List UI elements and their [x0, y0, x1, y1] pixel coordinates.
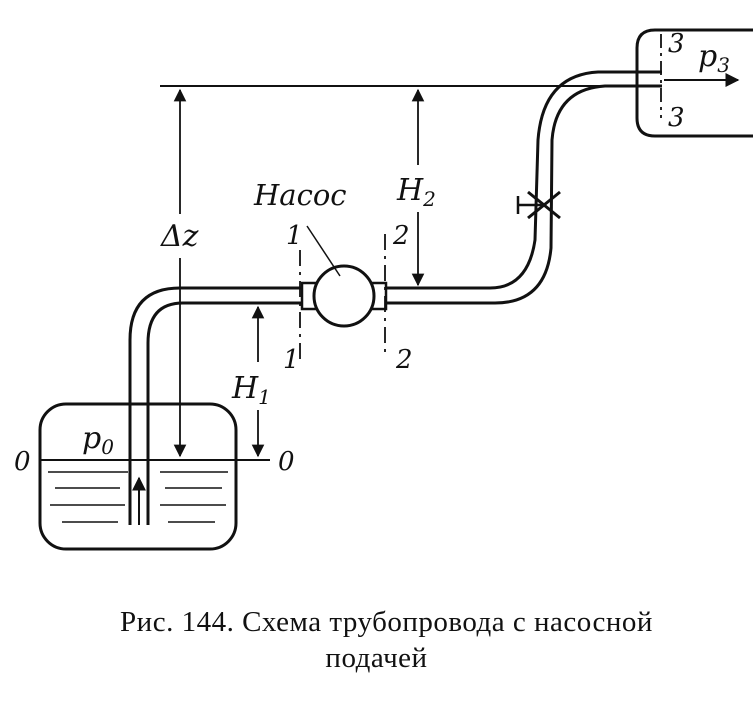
figure-caption-line-1: Рис. 144. Схема трубопровода с насосной: [120, 606, 653, 638]
section-1-bottom-label: 1: [283, 345, 300, 375]
pump-label: Насос: [253, 178, 347, 212]
pump-body: [312, 264, 376, 328]
h2-label: H2: [396, 173, 436, 211]
section-2-bottom-label: 2: [395, 345, 413, 375]
figure-caption-line-2: подачей: [325, 642, 428, 674]
section-3-marker: 3 3: [660, 29, 685, 133]
upper-reservoir: [635, 28, 753, 138]
lower-reservoir: [38, 402, 270, 551]
dimension-h2: H2: [396, 88, 436, 287]
h1-label: H1: [231, 371, 271, 409]
section-3-bottom-label: 3: [668, 103, 685, 133]
discharge-pipe: [386, 70, 662, 305]
suction-pipe: [128, 286, 303, 525]
section-1-top-label: 1: [286, 221, 303, 251]
dimension-delta-z: Δz: [160, 88, 199, 458]
section-2-top-label: 2: [392, 221, 410, 251]
p3-label: p3: [698, 39, 730, 77]
dimension-h1: H1: [231, 305, 271, 458]
water-hatching: [48, 471, 228, 523]
section-2-marker: 2 2: [384, 221, 413, 375]
section-0-left-label: 0: [14, 447, 31, 477]
pump-leader: [306, 225, 341, 277]
delta-z-label: Δz: [160, 219, 199, 254]
section-3-top-label: 3: [668, 29, 685, 59]
p0-label: p0: [82, 421, 114, 459]
valve: [516, 190, 561, 220]
section-0-right-label: 0: [278, 447, 295, 477]
pump: Насос: [253, 178, 388, 328]
section-1-marker: 1 1: [283, 221, 303, 375]
